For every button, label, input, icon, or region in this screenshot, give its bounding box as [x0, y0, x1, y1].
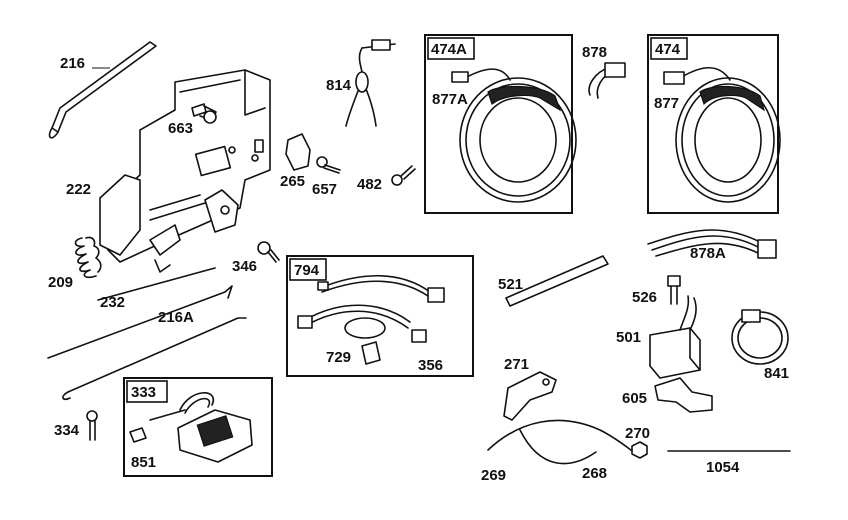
part-268-cable [487, 419, 641, 465]
part-526-screw [667, 275, 681, 305]
label-877: 877 [654, 95, 679, 112]
part-216-rod [48, 41, 157, 139]
part-232-rod [97, 267, 216, 301]
label-346: 346 [232, 258, 257, 275]
part-222-bracket [99, 174, 141, 256]
kit-794-label: 794 [294, 262, 320, 279]
part-663-screw [191, 103, 217, 124]
kit-474-label: 474 [655, 41, 681, 58]
label-814: 814 [326, 77, 352, 94]
throttle-lever [149, 189, 239, 273]
label-356: 356 [418, 357, 443, 374]
part-482-screw [391, 165, 416, 186]
label-232: 232 [100, 294, 125, 311]
kit-794-tag [289, 258, 327, 281]
kit-474A-frame [424, 34, 573, 214]
part-605-bracket [654, 377, 713, 413]
part-216A-rod [47, 285, 247, 401]
part-270-nut [631, 441, 648, 459]
label-271: 271 [504, 356, 529, 373]
control-bracket [107, 69, 271, 263]
label-269: 269 [481, 467, 506, 484]
part-209-spring [74, 236, 102, 279]
label-521: 521 [498, 276, 523, 293]
kit-794-frame [286, 255, 474, 377]
part-346-screw [257, 241, 280, 263]
kit-474A-tag [427, 37, 475, 60]
part-814-wire [345, 39, 396, 127]
label-270: 270 [625, 425, 650, 442]
kit-333-frame [123, 377, 273, 477]
label-216A: 216A [158, 309, 194, 326]
label-526: 526 [632, 289, 657, 306]
kit-333-label: 333 [131, 384, 156, 401]
label-334: 334 [54, 422, 80, 439]
label-209: 209 [48, 274, 73, 291]
label-216: 216 [60, 55, 85, 72]
alternator-stator-474A [451, 68, 577, 203]
part-657-screw [316, 156, 341, 174]
kit-474A-label: 474A [431, 41, 467, 58]
label-851: 851 [131, 454, 156, 471]
label-482: 482 [357, 176, 382, 193]
part-841-clamp [731, 309, 789, 365]
kit-333-tag [126, 380, 168, 403]
label-265: 265 [280, 173, 305, 190]
alternator-stator-474 [663, 66, 781, 203]
part-878-connector [588, 62, 626, 99]
label-663: 663 [168, 120, 193, 137]
part-271-lever [503, 371, 557, 421]
label-729: 729 [326, 349, 351, 366]
kit-474-tag [650, 37, 688, 60]
part-265-clip [285, 133, 311, 171]
label-878A: 878A [690, 245, 726, 262]
label-222: 222 [66, 181, 91, 198]
part-501-regulator [649, 295, 701, 379]
label-841: 841 [764, 365, 789, 382]
label-657: 657 [312, 181, 337, 198]
label-878: 878 [582, 44, 607, 61]
label-1054: 1054 [706, 459, 740, 476]
part-334-screw [86, 410, 98, 441]
label-501: 501 [616, 329, 641, 346]
label-605: 605 [622, 390, 647, 407]
part-878A-harness [647, 229, 777, 259]
part-521-tube [505, 255, 609, 307]
part-729-clip [361, 341, 381, 365]
label-877A: 877A [432, 91, 468, 108]
part-851-clip [129, 427, 147, 443]
label-268: 268 [582, 465, 607, 482]
ignition-coil-333 [149, 392, 253, 463]
wire-harness-794 [297, 274, 445, 343]
